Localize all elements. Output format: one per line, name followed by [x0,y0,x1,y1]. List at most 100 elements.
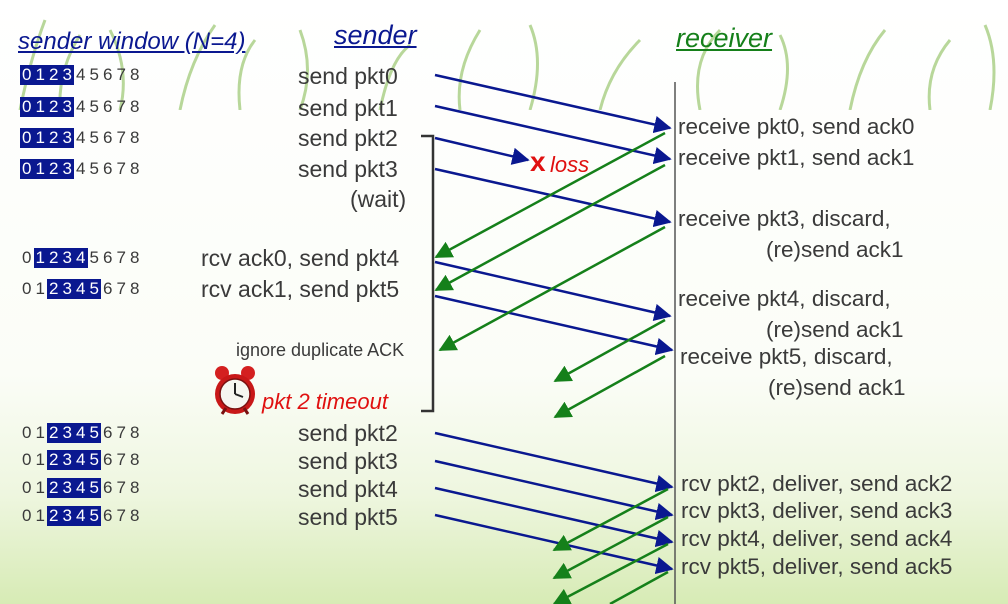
sequence-number: 8 [130,423,140,442]
sender-action: send pkt0 [298,63,398,89]
sequence-number: 0 [20,65,34,85]
sequence-number: 2 [47,248,61,268]
sequence-number: 0 [20,159,34,179]
arrow-send-pkt1 [434,104,672,165]
receiver-event: rcv pkt4, deliver, send ack4 [681,526,953,551]
sequence-number: 7 [116,248,126,267]
sequence-number: 8 [130,128,140,147]
arrow-ack1-dup [553,318,666,383]
arrow-ack5 [609,570,669,604]
arrow-ack4 [552,542,669,604]
receiver-event: rcv pkt3, deliver, send ack3 [681,498,953,523]
sequence-number: 5 [89,97,99,116]
timeout-note: pkt 2 timeout [262,389,388,414]
sequence-number: 1 [35,506,45,525]
sequence-number: 6 [103,159,113,178]
sequence-number: 3 [60,128,74,148]
receiver-header: receiver [676,23,773,53]
sequence-number: 6 [103,478,113,497]
arrow-ack1-dup [438,225,666,352]
receiver-event: receive pkt3, discard, [678,206,891,231]
sequence-number: 0 [22,478,32,497]
sequence-number: 3 [60,478,74,498]
sequence-number: 0 [20,97,34,117]
sequence-number: 3 [60,159,74,179]
sequence-number: 7 [116,65,126,84]
sequence-number: 4 [74,506,88,526]
sequence-number: 2 [47,478,61,498]
receiver-event: (re)send ack1 [768,375,906,400]
loss-x-icon: x [530,146,546,177]
arrow-resend-pkt4 [434,486,674,548]
sequence-number: 7 [116,478,126,497]
arrow-ack2 [552,487,669,552]
loss-label: loss [550,152,590,177]
sequence-number: 5 [89,248,99,267]
sequence-number: 5 [87,506,101,526]
sequence-number: 5 [87,450,101,470]
arrow-send-pkt0 [434,73,672,134]
arrow-ack1 [434,163,666,292]
sequence-number: 4 [74,478,88,498]
sequence-number: 7 [116,128,126,147]
sequence-number: 0 [22,506,32,525]
sequence-number: 6 [103,279,113,298]
arrow-resend-pkt2 [434,431,674,493]
sequence-number: 5 [87,423,101,443]
sequence-number: 7 [116,450,126,469]
sender-action: send pkt2 [298,420,398,446]
sequence-number: 5 [89,65,99,84]
sender-action: rcv ack1, send pkt5 [201,276,400,302]
arrow-ack3 [552,515,669,580]
sender-action: send pkt4 [298,476,398,502]
sequence-number: 0 [22,423,32,442]
sequence-number: 0 [22,450,32,469]
sequence-number: 5 [87,279,101,299]
sequence-number: 5 [89,128,99,147]
arrow-ack1-dup [553,354,666,419]
receiver-event: receive pkt0, send ack0 [678,114,915,139]
sender-action: send pkt3 [298,448,398,474]
arrow-send-pkt5 [434,294,674,356]
arrow-ack0 [434,131,666,259]
sequence-number: 4 [74,248,88,268]
arrow-resend-pkt3 [434,459,674,521]
sender-action: send pkt1 [298,95,398,121]
sequence-number: 3 [60,506,74,526]
sequence-number: 7 [116,279,126,298]
sender-action: send pkt3 [298,156,398,182]
sequence-number: 4 [76,128,86,147]
sequence-number: 2 [47,65,61,85]
sequence-number: 0 [20,128,34,148]
sequence-number: 1 [33,248,47,268]
alarm-clock-icon [215,366,255,415]
sequence-number: 7 [116,159,126,178]
sequence-number: 5 [89,159,99,178]
sequence-number: 3 [60,423,74,443]
sequence-number: 4 [74,450,88,470]
receiver-event: receive pkt5, discard, [680,344,893,369]
sequence-number: 8 [130,248,140,267]
sequence-number: 6 [103,65,113,84]
sequence-number: 1 [33,159,47,179]
sequence-number: 6 [103,248,113,267]
receiver-event: receive pkt4, discard, [678,286,891,311]
sequence-number: 7 [116,97,126,116]
sequence-number: 4 [76,97,86,116]
sequence-number: 8 [130,506,140,525]
sequence-number: 4 [76,159,86,178]
sequence-number: 1 [35,450,45,469]
sequence-number: 1 [33,65,47,85]
sequence-number: 3 [60,279,74,299]
sequence-number: 7 [116,506,126,525]
sequence-number: 2 [47,423,61,443]
sender-wait: (wait) [350,186,407,212]
